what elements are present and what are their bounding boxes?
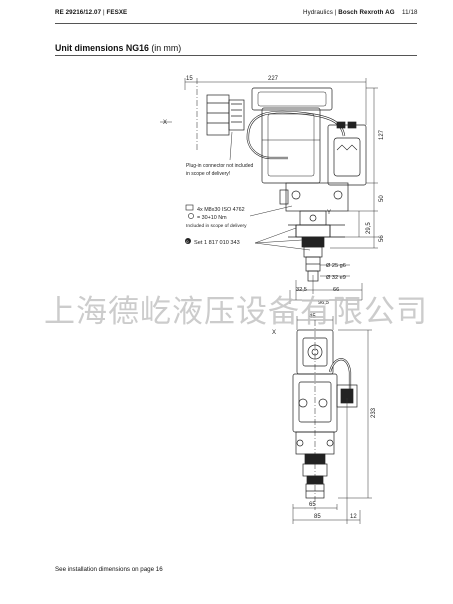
header-company: Hydraulics | Bosch Rexroth AG — [303, 9, 395, 16]
title-rule — [55, 55, 417, 56]
dim-233: 233 — [371, 407, 377, 418]
section-title: Unit dimensions NG16 (in mm) — [55, 43, 182, 53]
y-label-top: Y — [327, 210, 331, 216]
screws-spec: 4x M8x30 ISO 4762 — [197, 207, 245, 213]
dim-85: 85 — [314, 514, 321, 520]
footer-note: See installation dimensions on page 16 — [55, 566, 163, 573]
header-page-number: 11/18 — [402, 9, 418, 16]
dim-15: 15 — [186, 76, 193, 82]
dim-50: 50 — [379, 195, 385, 202]
plug-note-line2: in scope of delivery! — [186, 171, 230, 177]
dia-32: Ø 32 e9 — [326, 275, 346, 281]
x-label-bottom: X — [272, 330, 276, 336]
dim-96-5: 96,5 — [318, 300, 329, 306]
header-rule — [55, 23, 417, 24]
dim-12: 12 — [350, 514, 357, 520]
top-view — [196, 78, 367, 282]
plug-note-line1: Plug-in connector not included — [186, 163, 253, 169]
torque-icon — [188, 213, 194, 219]
dim-32-5: 32,5 — [296, 287, 307, 293]
seal-marker-label: 0 — [186, 239, 189, 244]
screws-note: Included in scope of delivery — [186, 223, 247, 229]
seal-set: Set 1 817 010 343 — [194, 240, 240, 246]
x-label-top: X — [163, 120, 167, 126]
screw-icon — [185, 204, 194, 211]
dim-29-5: 29,5 — [366, 222, 372, 234]
dim-56: 56 — [379, 235, 385, 242]
watermark: 上海德屹液压设备有限公司 — [44, 294, 428, 330]
seal-marker — [185, 238, 191, 244]
bottom-dimension-lines — [292, 316, 372, 524]
dim-227: 227 — [268, 76, 279, 82]
dim-127: 127 — [379, 129, 385, 140]
torque-spec: = 30+10 Nm — [197, 215, 227, 221]
top-dimension-lines — [160, 78, 378, 304]
front-view — [292, 320, 358, 510]
dim-65: 65 — [309, 502, 316, 508]
header-doc-ref: RE 29216/12.07 | FESXE — [55, 9, 128, 16]
dim-45: 45 — [309, 314, 316, 320]
dia-25: Ø 25 g6 — [326, 263, 346, 269]
dim-66: 66 — [333, 287, 339, 293]
